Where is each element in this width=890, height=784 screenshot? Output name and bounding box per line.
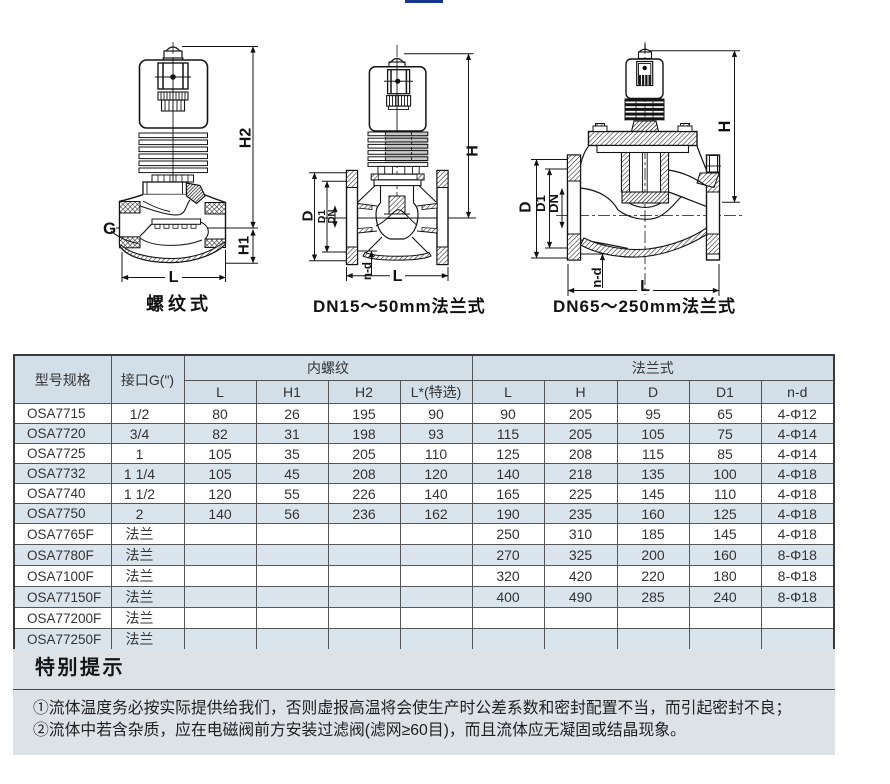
- svg-text:D1: D1: [533, 195, 548, 212]
- svg-text:L: L: [169, 269, 179, 286]
- svg-text:G: G: [103, 219, 116, 238]
- svg-text:DN: DN: [327, 210, 338, 224]
- svg-text:L: L: [640, 278, 650, 295]
- svg-text:H: H: [716, 121, 734, 133]
- svg-text:H2: H2: [238, 128, 255, 149]
- svg-text:H: H: [465, 145, 482, 157]
- svg-text:n-d: n-d: [589, 267, 604, 287]
- svg-text:L: L: [393, 268, 403, 285]
- svg-text:D: D: [300, 210, 317, 221]
- svg-text:n-d: n-d: [362, 262, 374, 280]
- svg-text:D: D: [518, 201, 535, 212]
- svg-text:DN: DN: [546, 194, 561, 213]
- svg-text:H1: H1: [236, 236, 253, 255]
- svg-text:D1: D1: [316, 210, 328, 224]
